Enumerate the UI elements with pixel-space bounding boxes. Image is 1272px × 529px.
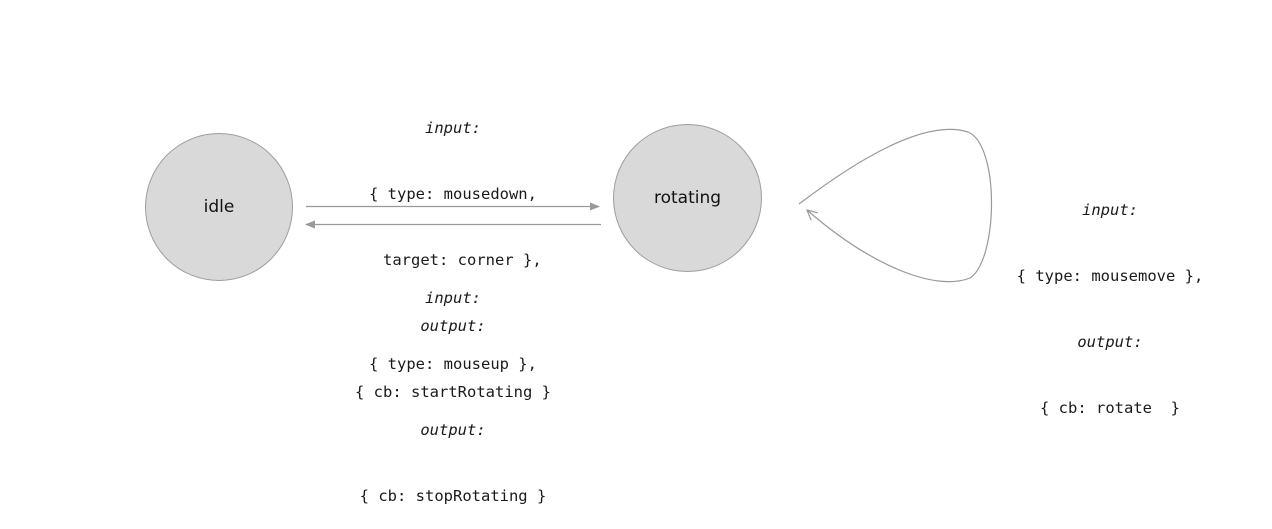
output-keyword: output: xyxy=(420,317,486,335)
input-value-line: { type: mousemove }, xyxy=(1016,267,1204,285)
transition-edges xyxy=(305,128,993,283)
transition-label-idle-to-rotating: input: { type: mousedown, target: corner… xyxy=(300,73,606,425)
input-value-line: target: corner }, xyxy=(364,251,542,269)
output-value-line: { cb: startRotating } xyxy=(355,383,551,401)
output-value-line: { cb: rotate } xyxy=(1040,399,1180,417)
state-rotating: rotating xyxy=(613,124,762,272)
state-idle: idle xyxy=(145,133,293,281)
input-value-line: { type: mouseup }, xyxy=(369,355,537,373)
transition-label-rotating-to-idle: input: { type: mouseup }, output: { cb: … xyxy=(300,243,606,529)
output-value-line: { cb: stopRotating } xyxy=(359,487,547,505)
input-keyword: input: xyxy=(425,119,481,137)
edge-rotating-self-loop xyxy=(798,128,993,283)
input-keyword: input: xyxy=(1082,201,1138,219)
state-rotating-label: rotating xyxy=(653,188,722,208)
input-value-line: { type: mousedown, xyxy=(369,185,537,203)
output-keyword: output: xyxy=(420,421,486,439)
state-idle-label: idle xyxy=(203,197,235,217)
transition-label-rotating-self: input: { type: mousemove }, output: { cb… xyxy=(990,155,1230,441)
input-keyword: input: xyxy=(425,289,481,307)
output-keyword: output: xyxy=(1077,333,1143,351)
